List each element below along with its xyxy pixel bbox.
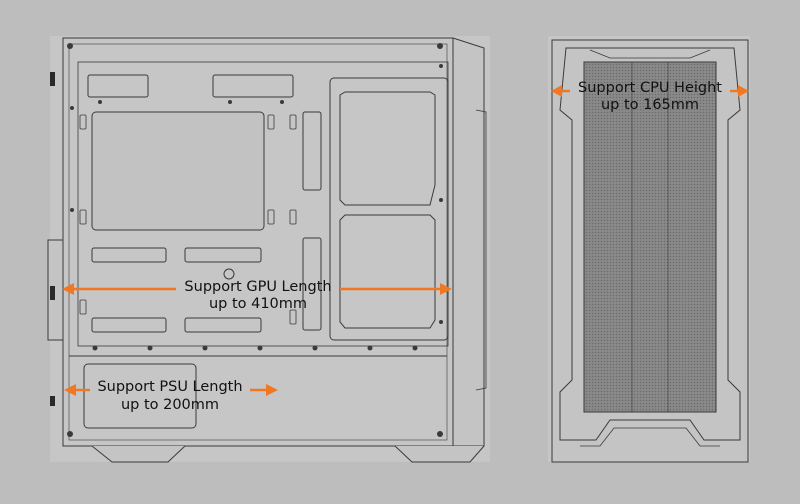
grommet <box>184 247 262 263</box>
measurement-labels: Support GPU Length up to 410mm Support P… <box>97 80 722 413</box>
drive-bay-upper <box>339 91 436 206</box>
drive-bay-lower <box>339 214 436 329</box>
cable-slot-bottom <box>302 237 322 331</box>
cpu-label-line2: up to 165mm <box>601 97 699 113</box>
psu-block <box>83 363 197 429</box>
front-top-trim <box>589 49 711 59</box>
grommet <box>91 317 167 333</box>
grommet <box>91 247 167 263</box>
grommet <box>184 317 262 333</box>
foot-right <box>394 445 485 463</box>
gpu-arrowhead-right <box>440 283 452 295</box>
side-view <box>47 36 490 463</box>
front-panel-edge <box>475 109 487 391</box>
cpu-cutout <box>91 111 265 231</box>
rear-port <box>50 72 55 86</box>
cable-slot-top <box>302 111 322 191</box>
drive-area <box>329 77 449 341</box>
screws <box>67 43 443 437</box>
rear-port <box>50 396 55 406</box>
rear-port <box>50 286 55 300</box>
psu-arrowhead-right <box>266 384 278 396</box>
psu-label-line1: Support PSU Length <box>97 379 242 395</box>
measurement-arrows <box>62 85 749 396</box>
gpu-label-line1: Support GPU Length <box>184 279 331 295</box>
gpu-label-line2: up to 410mm <box>209 296 307 312</box>
psu-label-line2: up to 200mm <box>121 397 219 413</box>
front-bottom-trim <box>580 427 720 447</box>
foot-left <box>91 445 186 463</box>
side-view-background <box>50 36 490 462</box>
chassis-inner <box>68 43 448 441</box>
front-view <box>548 36 750 463</box>
tie-down-slots <box>79 114 297 325</box>
cpu-arrowhead-right <box>738 85 749 97</box>
front-mesh <box>583 61 717 413</box>
top-cutout-right <box>212 74 294 98</box>
cpu-label-line1: Support CPU Height <box>578 80 722 96</box>
rear-io-bracket <box>47 239 64 341</box>
gpu-arrowhead-left <box>62 283 74 295</box>
cpu-arrowhead-left <box>551 85 562 97</box>
psu-arrowhead-left <box>64 384 76 396</box>
front-bezel-inner <box>559 47 741 441</box>
front-panel <box>452 37 485 447</box>
top-cutout-left <box>87 74 149 98</box>
standoff <box>223 268 235 280</box>
